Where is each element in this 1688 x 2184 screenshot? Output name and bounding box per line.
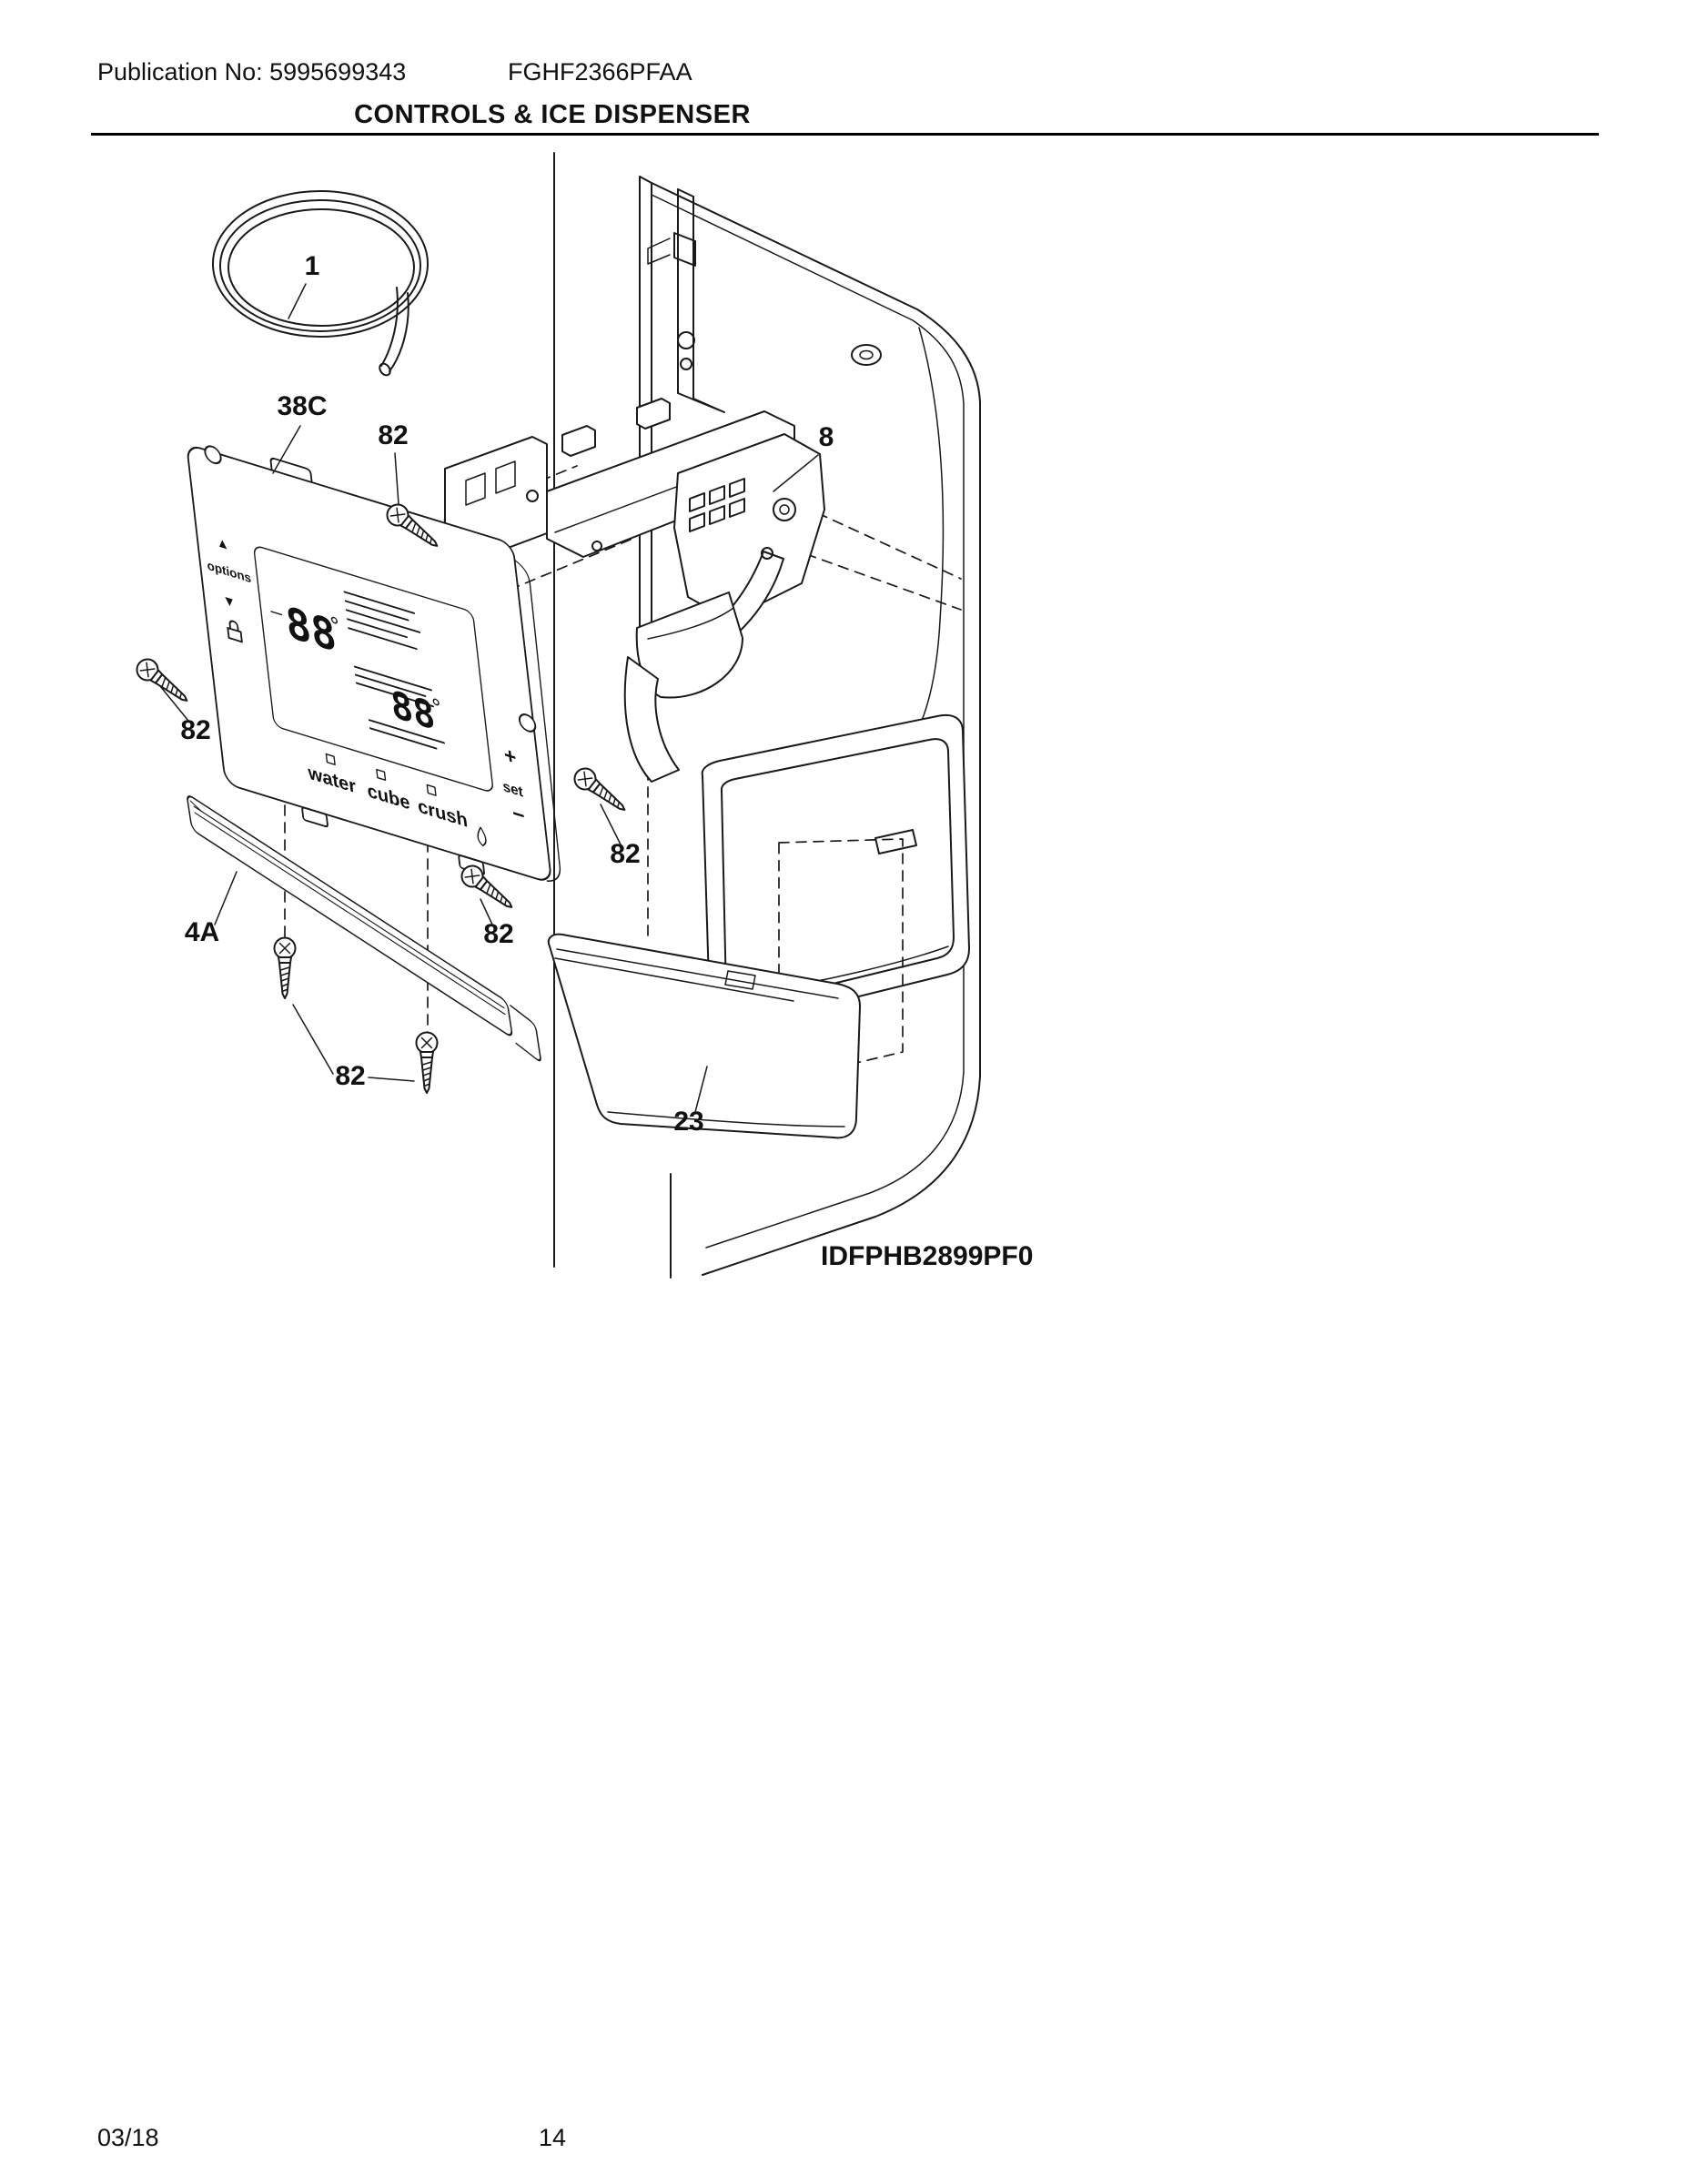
plus-button[interactable]: + (503, 743, 518, 771)
screw-left (131, 653, 195, 710)
callout-82-bottom: 82 (335, 1061, 365, 1091)
callout-82-left: 82 (180, 715, 210, 745)
drip-tray (547, 933, 861, 1139)
publication-number: Publication No: 5995699343 (97, 58, 407, 86)
callout-1: 1 (305, 251, 320, 281)
screw-door (569, 763, 632, 819)
callouts: 1 38C 82 82 82 82 82 8 4A 23 (159, 251, 834, 1137)
footer-date: 03/18 (97, 2124, 159, 2151)
footer-page-number: 14 (538, 2124, 567, 2151)
door-channel (647, 188, 725, 413)
title-rule (91, 133, 1599, 136)
display-window (253, 546, 493, 792)
down-arrow-button[interactable]: ▼ (222, 592, 237, 612)
lock-icon (227, 620, 243, 643)
cavity-clip (874, 829, 917, 854)
callout-4a: 4A (185, 917, 219, 947)
screw-under-trim-left (273, 936, 297, 999)
up-arrow-button[interactable]: ▲ (216, 534, 230, 553)
droplet-icon (477, 826, 487, 847)
callout-82-bottom-right: 82 (483, 919, 513, 949)
connector-grid (689, 478, 745, 532)
diagram-id: IDFPHB2899PF0 (821, 1241, 1033, 1271)
tube-end (379, 362, 391, 377)
door-hole (851, 344, 882, 366)
page-title: CONTROLS & ICE DISPENSER (354, 100, 751, 129)
water-tube-coil (212, 190, 429, 377)
model-number: FGHF2366PFAA (508, 58, 692, 86)
control-panel: 88 88 water cube crush ▲ (187, 445, 561, 882)
callout-82-door: 82 (610, 839, 640, 869)
menu-text-rows (343, 591, 445, 750)
callout-82-top: 82 (378, 420, 408, 450)
dispenser-module (444, 398, 825, 783)
callout-23: 23 (673, 1107, 703, 1137)
callout-8: 8 (819, 422, 834, 452)
screw-under-trim-right (415, 1031, 439, 1094)
divider-lines (553, 152, 672, 1279)
minus-button[interactable]: − (511, 801, 526, 829)
set-button[interactable]: set (502, 779, 525, 801)
trim-strip (187, 795, 541, 1062)
callout-38c: 38C (277, 391, 327, 421)
